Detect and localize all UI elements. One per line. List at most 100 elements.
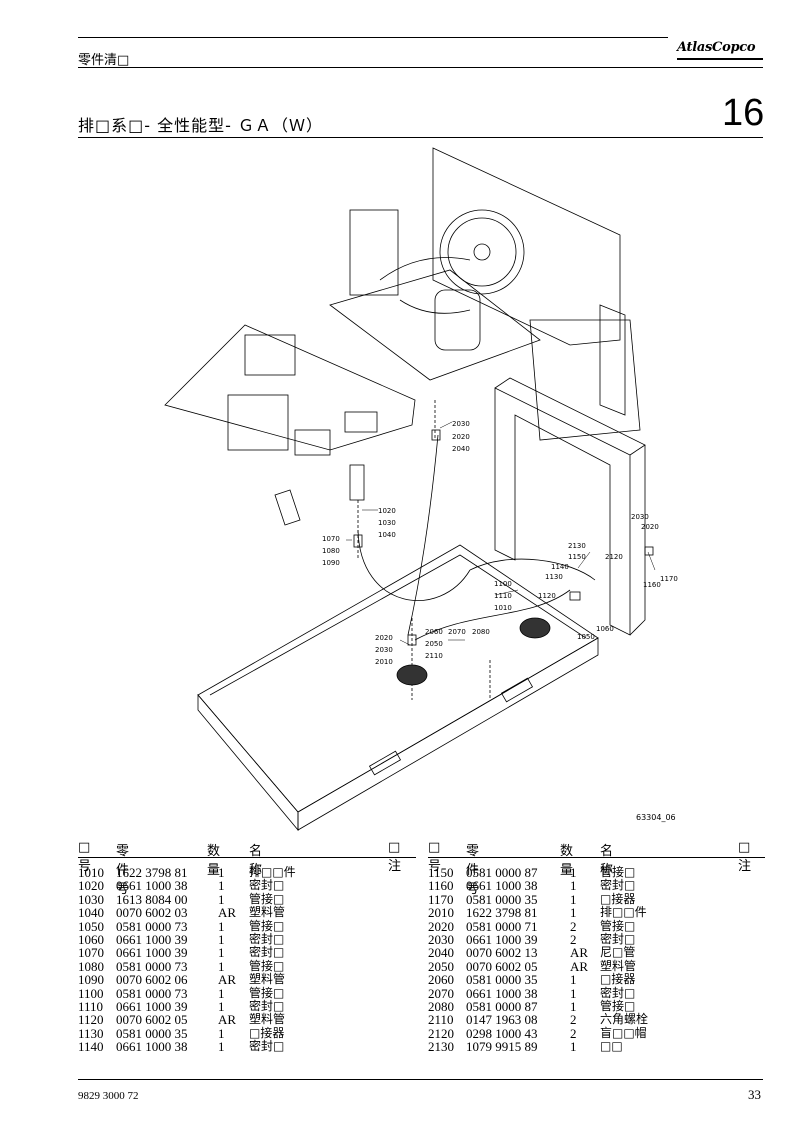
part-name: 盲□□帽 <box>600 1025 647 1040</box>
left-module <box>164 324 416 526</box>
part-name: 管接□ <box>600 918 636 933</box>
part-number: 1622 3798 81 <box>466 905 538 921</box>
col-header-part: 零件号 <box>116 844 130 897</box>
callout-label: 2070 <box>448 628 466 636</box>
part-qty: 1 <box>570 878 577 894</box>
part-ref-no: 1130 <box>78 1025 104 1041</box>
part-qty: 1 <box>218 958 225 974</box>
part-number: 0581 0000 87 <box>466 998 538 1014</box>
part-name: 密封□ <box>249 931 285 946</box>
part-ref-no: 1010 <box>78 865 104 880</box>
logo-underline <box>677 58 763 60</box>
part-ref-no: 2120 <box>428 1025 454 1041</box>
part-qty: 1 <box>570 998 577 1014</box>
part-name: 排□□件 <box>600 905 647 920</box>
callout-label: 2130 <box>568 542 586 550</box>
callout-label: 2060 <box>425 628 443 636</box>
callout-labels: 2030 2020 2040 1020 1030 1040 1070 1080 … <box>322 420 678 666</box>
header-top-rule <box>78 37 668 38</box>
part-ref-no: 1160 <box>428 878 454 894</box>
part-qty: 2 <box>570 931 577 947</box>
part-ref-no: 2020 <box>428 918 454 934</box>
part-ref-no: 2010 <box>428 905 454 921</box>
page-number: 33 <box>748 1087 761 1102</box>
callout-label: 1060 <box>596 625 614 633</box>
part-number: 1079 9915 89 <box>466 1039 538 1055</box>
part-qty: 1 <box>218 945 225 961</box>
part-qty: 1 <box>570 865 577 880</box>
part-name: □□ <box>600 1039 623 1054</box>
part-ref-no: 1150 <box>428 865 454 880</box>
part-name: □接器 <box>600 972 636 987</box>
part-number: 0661 1000 39 <box>466 931 538 947</box>
part-ref-no: 2050 <box>428 958 454 974</box>
part-qty: AR <box>218 972 237 988</box>
part-qty: 1 <box>570 1039 577 1055</box>
footer-rule <box>78 1079 763 1080</box>
part-qty: 1 <box>570 891 577 907</box>
part-number: 0070 6002 03 <box>116 905 188 921</box>
part-qty: 1 <box>218 891 225 907</box>
part-ref-no: 2030 <box>428 931 454 947</box>
part-number: 0581 0000 73 <box>116 958 188 974</box>
callout-label: 1010 <box>494 604 512 612</box>
part-qty: AR <box>570 958 589 974</box>
callout-label: 1040 <box>378 531 396 539</box>
part-number: 0661 1000 38 <box>466 985 538 1001</box>
part-number: 0298 1000 43 <box>466 1025 538 1041</box>
part-ref-no: 2130 <box>428 1039 454 1055</box>
compressor-platform <box>329 209 541 381</box>
part-number: 0581 0000 73 <box>116 918 188 934</box>
callout-label: 1170 <box>660 575 678 583</box>
part-ref-no: 1140 <box>78 1039 104 1055</box>
part-number: 0661 1000 39 <box>116 998 188 1014</box>
part-ref-no: 2040 <box>428 945 454 961</box>
part-qty: AR <box>218 905 237 921</box>
part-name: 密封□ <box>600 878 636 893</box>
section-title: 排□系□- 全性能型- ＧＡ（Ｗ） <box>78 116 323 135</box>
part-ref-no: 2060 <box>428 972 454 988</box>
part-number: 0581 0000 35 <box>466 891 538 907</box>
table-header-rule-right <box>428 857 765 858</box>
part-qty: 2 <box>570 1012 577 1028</box>
callout-label: 1140 <box>551 563 569 571</box>
col-header-note: □注 <box>738 840 752 874</box>
part-ref-no: 1090 <box>78 972 104 988</box>
part-qty: 1 <box>218 998 225 1014</box>
part-number: 0070 6002 05 <box>116 1012 188 1028</box>
col-header-no: □号 <box>78 840 92 874</box>
section-number: 16 <box>722 92 765 134</box>
part-number: 0661 1000 39 <box>116 945 188 961</box>
part-qty: 1 <box>218 878 225 894</box>
cooler-unit <box>432 147 641 441</box>
part-number: 0581 0000 73 <box>116 985 188 1001</box>
callout-label: 1110 <box>494 592 512 600</box>
part-name: 六角螺栓 <box>600 1012 649 1027</box>
part-number: 0581 0000 35 <box>116 1025 188 1041</box>
part-number: 0070 6002 06 <box>116 972 188 988</box>
part-name: 塑料管 <box>600 958 637 973</box>
part-name: 塑料管 <box>249 905 286 920</box>
part-ref-no: 1040 <box>78 905 104 921</box>
part-qty: 2 <box>570 918 577 934</box>
part-qty: 1 <box>218 918 225 934</box>
part-qty: 1 <box>570 972 577 988</box>
doc-number: 9829 3000 72 <box>78 1090 139 1102</box>
callout-label: 1090 <box>322 559 340 567</box>
col-header-part: 零件号 <box>466 844 480 897</box>
title-rule <box>78 137 763 138</box>
part-qty: 1 <box>570 985 577 1001</box>
callout-label: 1070 <box>322 535 340 543</box>
part-name: 密封□ <box>249 945 285 960</box>
part-name: 密封□ <box>249 878 285 893</box>
part-number: 0581 0000 35 <box>466 972 538 988</box>
part-qty: 1 <box>218 1039 225 1055</box>
part-ref-no: 2080 <box>428 998 454 1014</box>
fittings <box>353 429 654 646</box>
part-name: □接器 <box>600 891 636 906</box>
col-header-qty: 数量 <box>560 844 574 878</box>
callout-label: 2030 <box>452 420 470 428</box>
part-ref-no: 2110 <box>428 1012 454 1028</box>
callout-label: 2030 <box>631 513 649 521</box>
callout-label: 1160 <box>643 581 661 589</box>
